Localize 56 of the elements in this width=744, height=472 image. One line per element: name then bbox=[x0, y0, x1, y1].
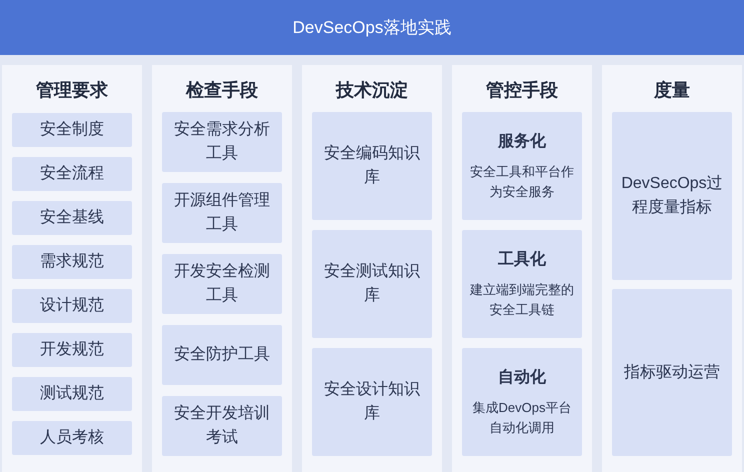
item-box bbox=[162, 396, 282, 456]
item-text: 安全编码知识库 bbox=[323, 144, 421, 188]
item-text: 测试规范 bbox=[40, 384, 104, 404]
item-box bbox=[12, 201, 132, 235]
item-box bbox=[462, 230, 582, 338]
item-heading: 工具化 bbox=[498, 250, 546, 270]
item-text: 安全防护工具 bbox=[174, 344, 270, 365]
item-text: 设计规范 bbox=[40, 296, 104, 316]
item-text: 安全测试知识库 bbox=[323, 262, 421, 306]
column-panel bbox=[602, 65, 742, 472]
item-box bbox=[12, 245, 132, 279]
item-box bbox=[162, 325, 282, 385]
item-box bbox=[612, 112, 732, 280]
title-band: DevSecOps落地实践 bbox=[0, 0, 744, 55]
column-heading: 检查手段 bbox=[184, 79, 259, 102]
item-box bbox=[162, 254, 282, 314]
column-panel bbox=[302, 65, 442, 472]
item-box bbox=[312, 230, 432, 338]
item-text: 安全需求分析工具 bbox=[173, 120, 271, 164]
item-heading: 服务化 bbox=[498, 132, 546, 152]
column-heading: 度量 bbox=[652, 79, 691, 102]
item-box bbox=[12, 333, 132, 367]
item-box bbox=[12, 377, 132, 411]
item-box bbox=[312, 348, 432, 456]
column-panel bbox=[152, 65, 292, 472]
item-box bbox=[612, 289, 732, 456]
column-heading: 管理要求 bbox=[35, 79, 109, 102]
item-text: 安全流程 bbox=[40, 164, 104, 184]
item-box bbox=[162, 112, 282, 172]
item-heading: 自动化 bbox=[498, 368, 546, 388]
item-text: 建立端到端完整的安全工具链 bbox=[470, 281, 574, 319]
item-text: 安全设计知识库 bbox=[323, 380, 421, 424]
item-text: 人员考核 bbox=[40, 428, 104, 448]
item-text: 安全工具和平台作为安全服务 bbox=[470, 163, 574, 201]
item-box bbox=[162, 183, 282, 243]
column-heading: 技术沉淀 bbox=[334, 79, 409, 102]
item-box bbox=[12, 113, 132, 147]
item-text: 开发规范 bbox=[40, 340, 104, 360]
item-text: DevSecOps过程度量指标 bbox=[620, 174, 724, 218]
column-heading: 管控手段 bbox=[485, 79, 559, 102]
item-box bbox=[12, 289, 132, 323]
item-text: 需求规范 bbox=[40, 252, 104, 272]
column-panel bbox=[452, 65, 592, 472]
item-text: 安全开发培训考试 bbox=[173, 404, 271, 448]
item-text: 指标驱动运营 bbox=[624, 362, 720, 382]
item-text: 开发安全检测工具 bbox=[173, 262, 271, 306]
item-box bbox=[312, 112, 432, 220]
item-text: 开源组件管理工具 bbox=[173, 191, 271, 235]
item-text: 集成DevOps平台自动化调用 bbox=[472, 399, 572, 437]
item-box bbox=[12, 157, 132, 191]
item-box bbox=[12, 421, 132, 455]
column-panel bbox=[2, 65, 142, 472]
item-box bbox=[462, 112, 582, 220]
item-text: 安全基线 bbox=[40, 208, 104, 228]
item-box bbox=[462, 348, 582, 456]
item-text: 安全制度 bbox=[40, 120, 104, 140]
